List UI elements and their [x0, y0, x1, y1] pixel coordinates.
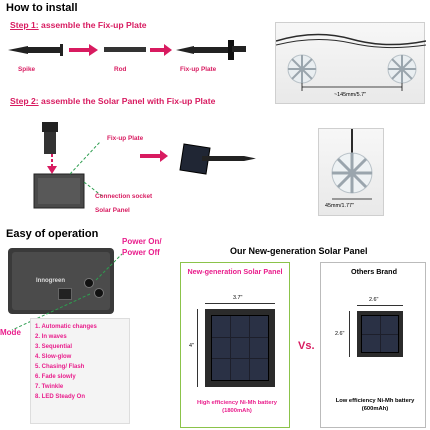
arrow-right-icon: [69, 44, 98, 56]
new-height-label: 4": [189, 343, 194, 349]
mode-item: 3. Sequential: [35, 344, 73, 350]
bulb-spacing-label: ~145mm/5.7": [334, 92, 367, 98]
new-battery-label: High efficiency Ni-Mh battery (1800mAh): [197, 400, 277, 414]
mode-item: 6. Fade slowly: [35, 374, 76, 380]
snowflake-bulb-icon: [387, 54, 417, 84]
others-battery-label: Low efficiency Ni-Mh battery (600mAh): [335, 398, 415, 412]
operation-title: Easy of operation: [6, 228, 99, 240]
spike-part: [8, 44, 63, 56]
comparison-title: Our New-generation Solar Panel: [230, 246, 368, 256]
assembled-solar-stake: [179, 143, 256, 175]
brand-logo: Innogreen: [36, 278, 66, 284]
arrow-right-icon: [150, 44, 172, 56]
new-panel-card: New-generation Solar Panel 3.7" 4" High …: [180, 262, 290, 428]
mode-item: 7. Twinkle: [35, 384, 64, 390]
mode-item: 2. In waves: [35, 334, 67, 340]
mode-item: 1. Automatic changes: [35, 324, 97, 330]
operation-pointers: [11, 253, 123, 331]
new-height-line: [197, 309, 198, 387]
controller-box: Innogreen: [8, 248, 114, 314]
bulb-size-label: 45mm/1.77": [325, 203, 354, 209]
snowflake-bulb-closeup: [331, 129, 373, 200]
others-solar-panel-image: [357, 311, 403, 357]
new-width-label: 3.7": [233, 295, 243, 301]
new-panel-label: New-generation Solar Panel: [187, 267, 283, 276]
step2-heading: Step 2: assemble the Solar Panel with Fi…: [10, 96, 216, 106]
power-label: Power On/ Power Off: [122, 237, 162, 257]
connection-port: [58, 288, 72, 300]
new-width-line: [205, 303, 275, 304]
bulb-size-photo: 45mm/1.77": [318, 128, 384, 216]
fixup-plate-stake: [42, 122, 58, 154]
solar-panel-box: [33, 173, 85, 209]
spike-label: Spike: [18, 66, 36, 73]
others-panel-label: Others Brand: [351, 267, 397, 276]
solar-cells: [211, 315, 269, 381]
new-solar-panel-image: [205, 309, 275, 387]
others-height-line: [349, 311, 350, 357]
mode-label: Mode: [0, 328, 21, 337]
connection-socket-label: Connection socket: [95, 193, 153, 200]
string-light-photo: ~145mm/5.7": [275, 22, 427, 104]
solar-panel-label: Solar Panel: [95, 207, 130, 214]
others-panel-card: Others Brand 2.6" 2.6" Low efficiency Ni…: [320, 262, 426, 428]
arrow-right-icon: [140, 150, 168, 162]
install-title: How to install: [6, 2, 78, 14]
power-button[interactable]: [84, 278, 94, 288]
snowflake-bulb-icon: [287, 54, 317, 84]
mode-item: 8. LED Steady On: [35, 394, 86, 400]
solar-cells: [361, 315, 399, 353]
step1-heading: Step 1: assemble the Fix-up Plate: [10, 20, 147, 30]
vs-label: Vs.: [298, 340, 315, 352]
step1-parts-diagram: [8, 40, 246, 60]
fixup-plate-label: Fix-up Plate: [180, 66, 217, 73]
string-light-illustration: [275, 33, 427, 91]
step2-assembly-diagram: [33, 122, 256, 209]
mode-button[interactable]: [94, 288, 104, 298]
others-width-label: 2.6": [369, 297, 379, 303]
mode-item: 5. Chasing/ Flash: [35, 364, 85, 370]
step2-fixup-plate-label: Fix-up Plate: [107, 135, 144, 142]
fixup-plate-part: [176, 40, 246, 60]
rod-label: Rod: [114, 66, 127, 73]
mode-list-panel: 1. Automatic changes 2. In waves 3. Sequ…: [30, 318, 130, 424]
mode-item: 4. Slow-glow: [35, 354, 72, 360]
mode-list: 1. Automatic changes 2. In waves 3. Sequ…: [35, 322, 125, 402]
others-height-label: 2.6": [335, 331, 345, 337]
rod-part: [104, 47, 146, 52]
others-width-line: [357, 305, 403, 306]
